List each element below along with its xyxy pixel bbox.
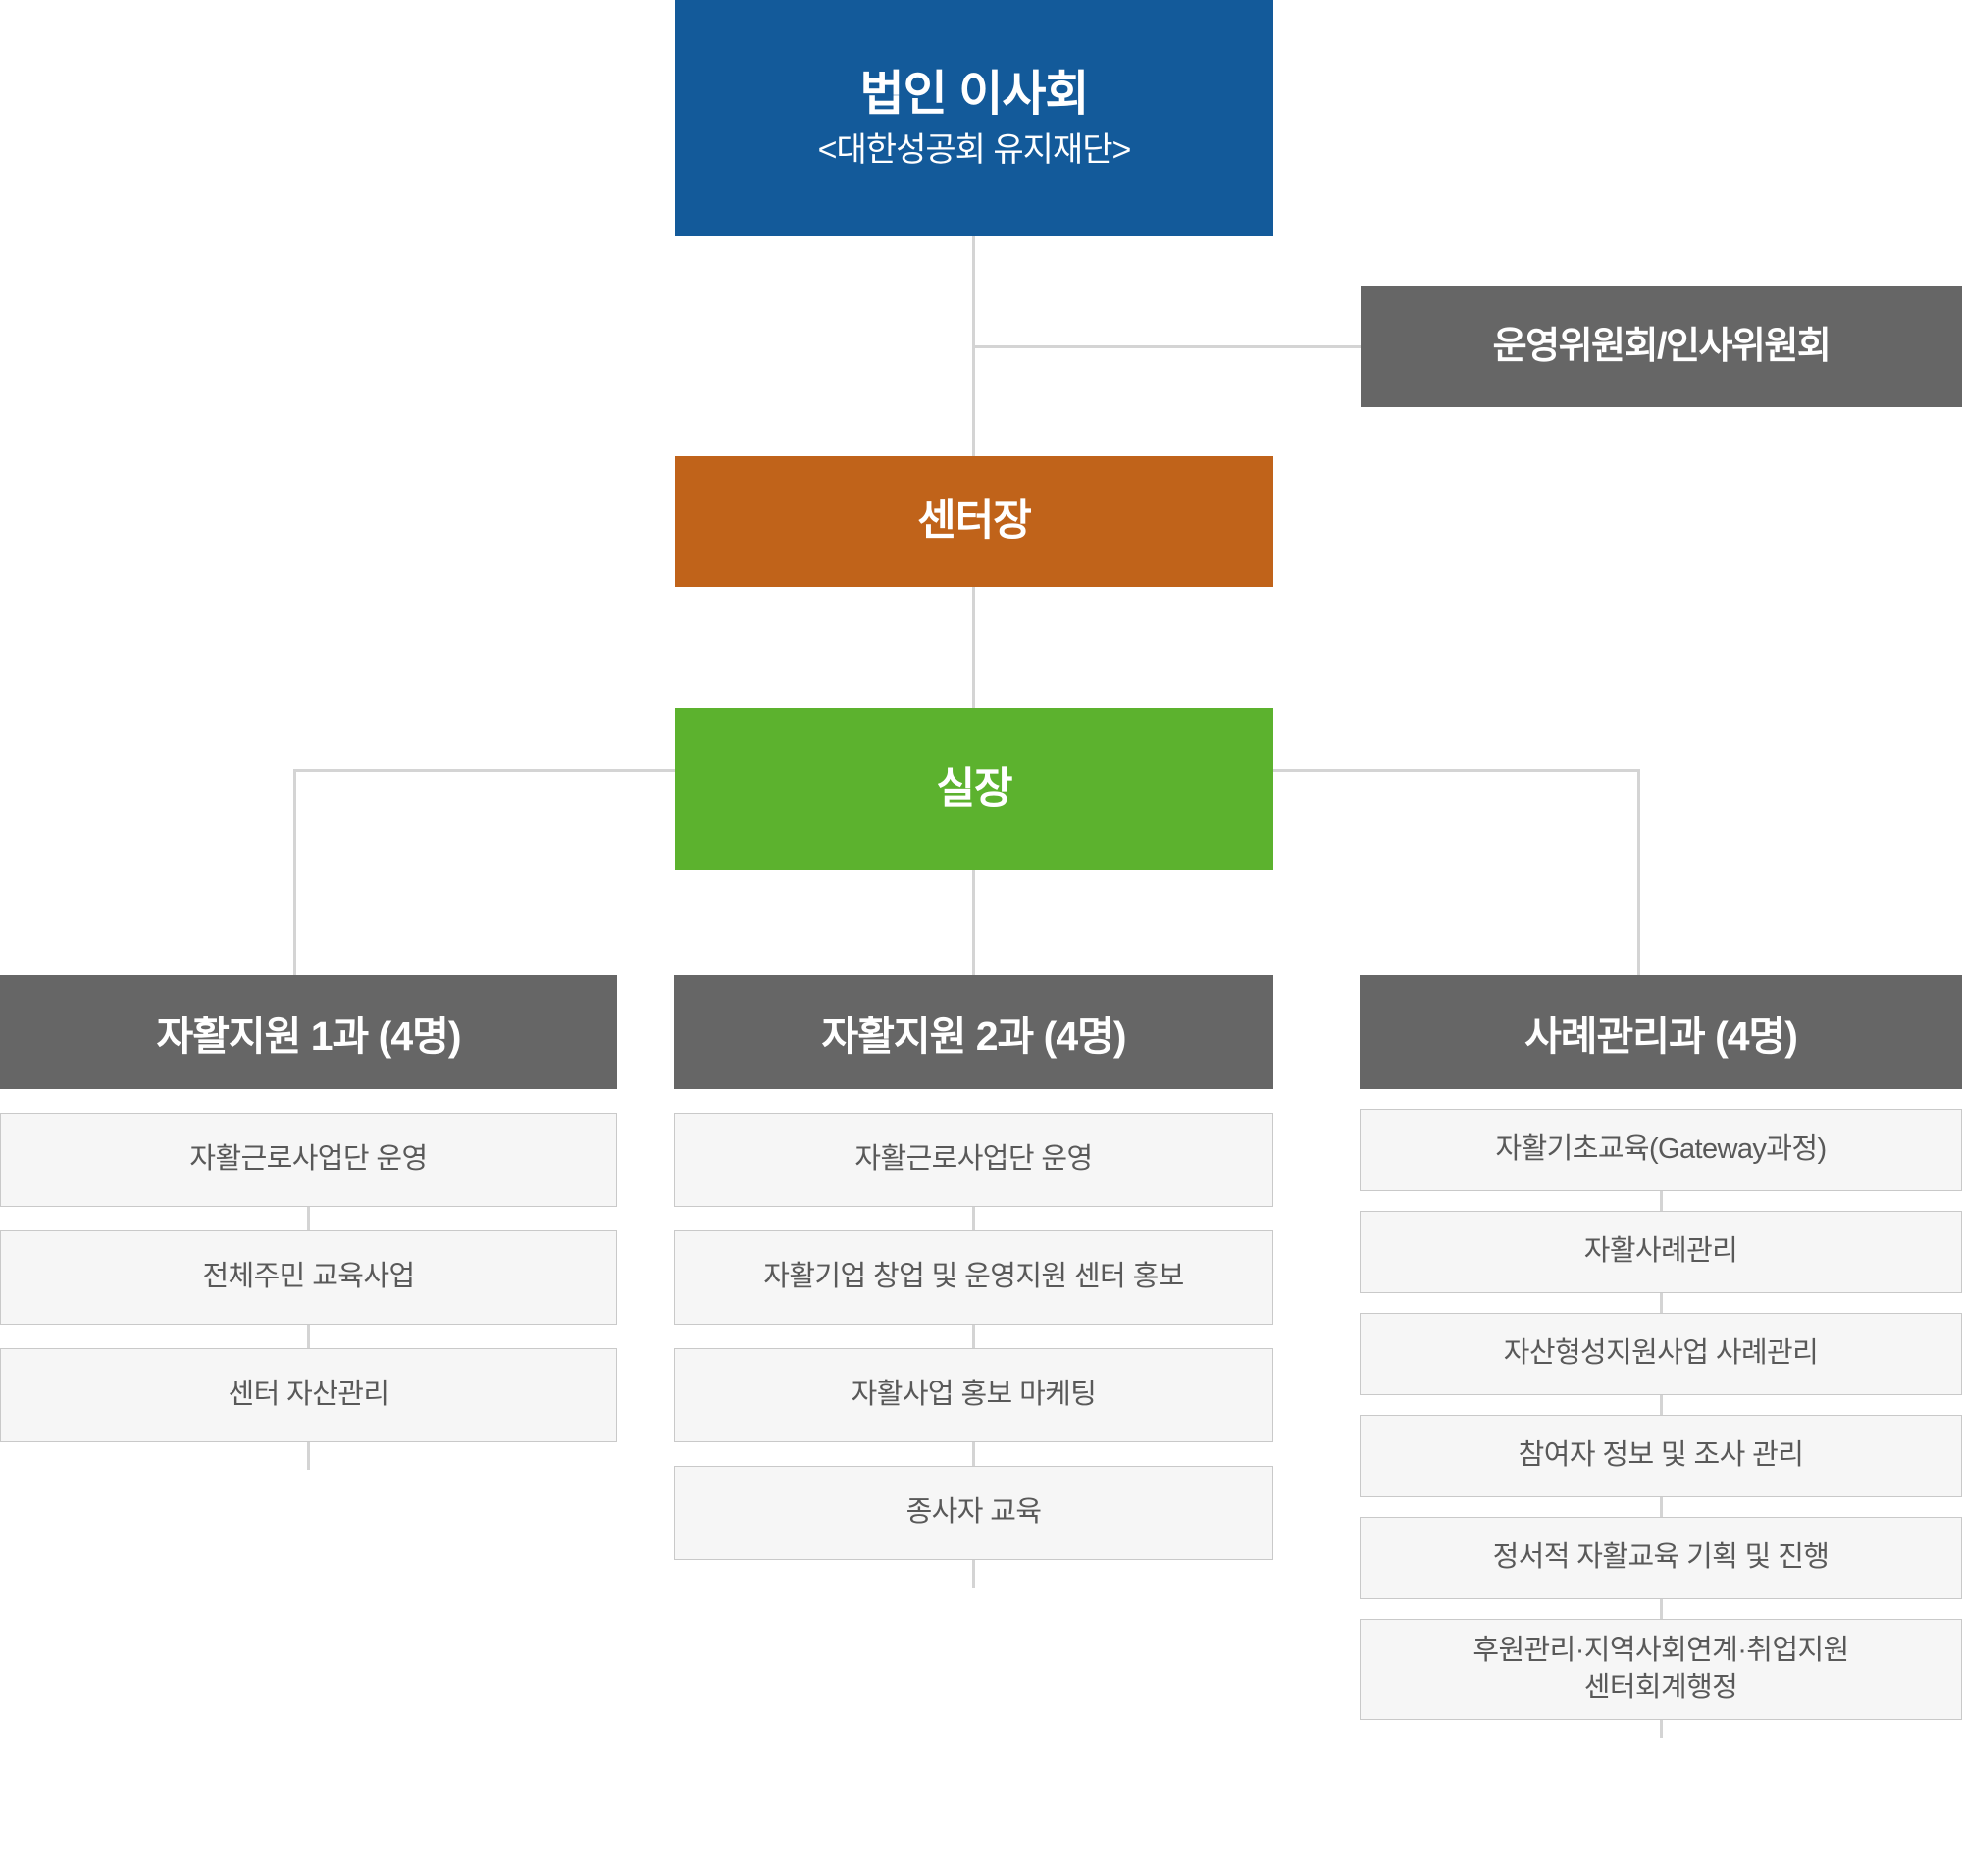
department-item-list: 자활근로사업단 운영 전체주민 교육사업 센터 자산관리 — [0, 1113, 617, 1470]
department-item[interactable]: 참여자 정보 및 조사 관리 — [1360, 1415, 1962, 1497]
connector-bus-to-dept-1 — [293, 769, 296, 975]
department-column-self-support-1: 자활지원 1과 (4명) 자활근로사업단 운영 전체주민 교육사업 센터 자산관… — [0, 975, 617, 1470]
department-column-self-support-2: 자활지원 2과 (4명) 자활근로사업단 운영 자활기업 창업 및 운영지원 센… — [674, 975, 1273, 1588]
connector-bus-to-dept-3 — [1637, 769, 1640, 975]
department-item[interactable]: 자활사업 홍보 마케팅 — [674, 1348, 1273, 1442]
department-item[interactable]: 센터 자산관리 — [0, 1348, 617, 1442]
department-item[interactable]: 자활근로사업단 운영 — [674, 1113, 1273, 1207]
department-item[interactable]: 자산형성지원사업 사례관리 — [1360, 1313, 1962, 1395]
node-board-of-directors[interactable]: 법인 이사회 <대한성공회 유지재단> — [675, 0, 1273, 236]
department-item-list: 자활기초교육(Gateway과정) 자활사례관리 자산형성지원사업 사례관리 참… — [1360, 1109, 1962, 1738]
chief-label: 실장 — [936, 765, 1012, 813]
department-item[interactable]: 자활기업 창업 및 운영지원 센터 홍보 — [674, 1230, 1273, 1325]
department-header[interactable]: 자활지원 2과 (4명) — [674, 975, 1273, 1089]
department-item-list: 자활근로사업단 운영 자활기업 창업 및 운영지원 센터 홍보 자활사업 홍보 … — [674, 1113, 1273, 1588]
department-item[interactable]: 전체주민 교육사업 — [0, 1230, 617, 1325]
node-chief[interactable]: 실장 — [675, 708, 1273, 870]
department-item[interactable]: 종사자 교육 — [674, 1466, 1273, 1560]
department-item[interactable]: 자활사례관리 — [1360, 1211, 1962, 1293]
committee-label: 운영위원회/인사위원회 — [1492, 325, 1832, 367]
board-subtitle: <대한성공회 유지재단> — [817, 130, 1132, 169]
director-label: 센터장 — [917, 497, 1032, 546]
connector-board-to-committee — [972, 345, 1361, 348]
department-column-case-management: 사례관리과 (4명) 자활기초교육(Gateway과정) 자활사례관리 자산형성… — [1360, 975, 1962, 1738]
department-item[interactable]: 정서적 자활교육 기획 및 진행 — [1360, 1517, 1962, 1599]
department-header[interactable]: 사례관리과 (4명) — [1360, 975, 1962, 1089]
node-committee[interactable]: 운영위원회/인사위원회 — [1361, 286, 1962, 407]
department-item[interactable]: 자활근로사업단 운영 — [0, 1113, 617, 1207]
department-item[interactable]: 자활기초교육(Gateway과정) — [1360, 1109, 1962, 1191]
connector-bus-to-dept-2 — [972, 870, 975, 975]
node-center-director[interactable]: 센터장 — [675, 456, 1273, 587]
board-title: 법인 이사회 — [859, 67, 1089, 121]
connector-director-to-chief — [972, 587, 975, 708]
department-item[interactable]: 후원관리·지역사회연계·취업지원 센터회계행정 — [1360, 1619, 1962, 1720]
department-header[interactable]: 자활지원 1과 (4명) — [0, 975, 617, 1089]
